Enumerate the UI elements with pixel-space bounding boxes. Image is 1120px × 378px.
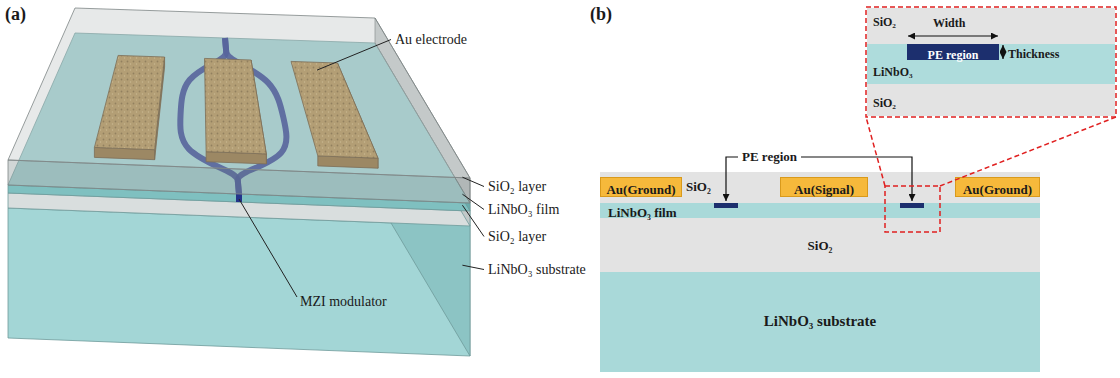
cladding-layer: SiO₂	[867, 84, 1115, 116]
label-holder: Width	[933, 13, 965, 31]
leader-line	[317, 40, 391, 71]
node-text: Au(Ground)	[963, 182, 1032, 198]
node-text: SiO₂	[686, 179, 711, 195]
leader-line	[462, 177, 484, 186]
leader-line	[462, 265, 484, 269]
pe-region-mark	[714, 203, 738, 208]
label-holder: MZI modulator	[300, 292, 387, 310]
layer-label: LiNbO₃ substrate	[488, 261, 586, 278]
part-label: Au electrode	[395, 31, 467, 48]
label-holder: Thickness	[1008, 44, 1059, 62]
inset-frame	[866, 7, 1116, 117]
node-text: LiNbO₃ substrate	[764, 312, 876, 330]
label-holder: (a)	[5, 4, 26, 25]
leader-arrow	[726, 157, 738, 201]
cladding-layer: SiO₂ Au(Ground) Au(Signal) Au(Ground)	[600, 172, 1040, 203]
electrode-box: Au(Ground)	[955, 177, 1040, 197]
node-text: PE region	[928, 48, 979, 63]
dimension-label: Width	[933, 16, 965, 31]
zoom-line	[866, 117, 885, 186]
label-holder: SiO₂ layer	[488, 177, 546, 195]
node-text: LiNbO₃	[873, 65, 913, 80]
node-text: LiNbO₃ film	[608, 205, 677, 220]
zoom-box	[885, 186, 940, 232]
label-holder: Au electrode	[395, 30, 467, 48]
dimension-label: Thickness	[1008, 47, 1059, 62]
node-text: Au(Ground)	[606, 182, 675, 198]
thin-film-layer: LiNbO₃ film	[600, 203, 1040, 218]
layer-label: SiO₂ layer	[488, 178, 546, 195]
node-text: SiO₂	[873, 15, 896, 30]
panel-letter: (a)	[5, 4, 26, 25]
region-label: PE region	[742, 149, 797, 165]
waveguide-facet	[236, 194, 242, 202]
label-holder: LiNbO₃ substrate	[488, 260, 586, 278]
width-arrow	[908, 35, 998, 36]
node-text: Au(Signal)	[794, 182, 854, 198]
part-label: MZI modulator	[300, 293, 387, 310]
lithium-niobate-layer: LiNbO₃ PE region	[867, 44, 1115, 84]
cladding-layer: SiO₂	[867, 8, 1115, 44]
label-holder: LiNbO₃ film	[488, 200, 559, 218]
thickness-arrow	[1002, 45, 1003, 59]
node-text: SiO₂	[873, 96, 896, 111]
pe-region-box: PE region	[907, 44, 999, 60]
layer-label: LiNbO₃ film	[488, 201, 559, 218]
node-text: SiO₂	[808, 238, 833, 254]
top-oxide-top	[8, 8, 470, 178]
label-holder: PE region	[742, 147, 797, 165]
pe-region-mark	[900, 203, 924, 208]
leader-line	[462, 194, 484, 209]
leader-arrow	[801, 157, 912, 201]
electrode-box: Au(Ground)	[600, 177, 682, 197]
label-holder: (b)	[590, 4, 612, 25]
leader-line	[462, 205, 484, 236]
substrate-layer: LiNbO₃ substrate	[600, 272, 1040, 372]
electrode-box: Au(Signal)	[780, 177, 868, 197]
panel-letter: (b)	[590, 4, 612, 25]
zoom-line	[940, 117, 1116, 186]
leader-line	[239, 199, 297, 297]
layer-label: SiO₂ layer	[488, 228, 546, 245]
buried-oxide-layer: SiO₂	[600, 218, 1040, 272]
label-holder: SiO₂ layer	[488, 227, 546, 245]
